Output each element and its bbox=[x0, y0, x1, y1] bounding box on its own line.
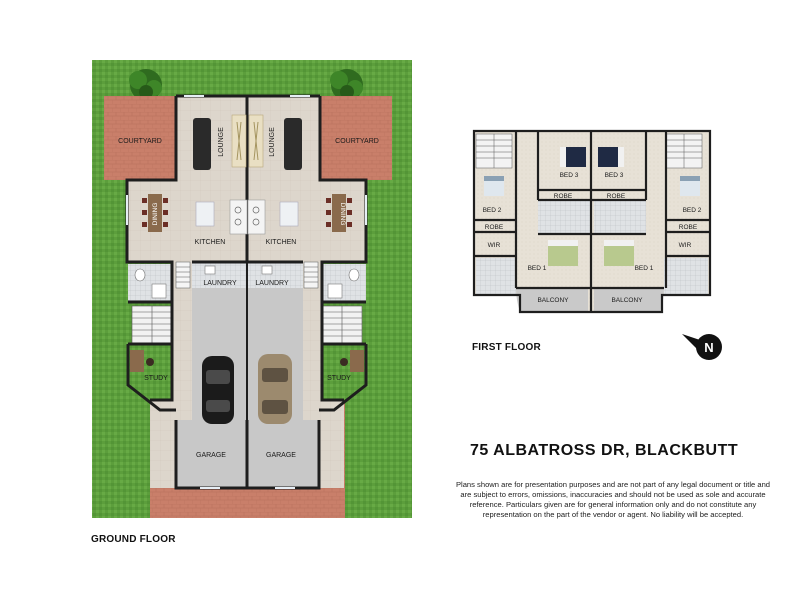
kitchen-right-label: KITCHEN bbox=[266, 239, 297, 246]
study-left-label: STUDY bbox=[144, 375, 168, 382]
kitchen-right bbox=[247, 199, 299, 235]
ensuite-left bbox=[538, 200, 590, 234]
north-label: N bbox=[704, 340, 713, 355]
dining-table-left bbox=[142, 194, 168, 232]
bed3-left-label: BED 3 bbox=[560, 172, 579, 179]
courtyard-left-label: COURTYARD bbox=[118, 138, 162, 145]
kitchen-left bbox=[195, 199, 248, 235]
bed-icon bbox=[604, 240, 634, 266]
ground-floor-title: GROUND FLOOR bbox=[91, 534, 176, 545]
garage-left-label: GARAGE bbox=[196, 452, 226, 459]
study-right-label: STUDY bbox=[327, 375, 351, 382]
courtyard-left bbox=[104, 96, 176, 180]
disclaimer-text: Plans shown are for presentation purpose… bbox=[455, 480, 771, 519]
tree-icon bbox=[129, 69, 162, 101]
upper-walls bbox=[472, 129, 712, 314]
first-floor-plan: BED 3 BED 3 BED 2 BED 2 ROBE ROBE ROBE R… bbox=[472, 129, 712, 314]
stairs-kitchen bbox=[175, 261, 319, 289]
bed-icon bbox=[548, 240, 578, 266]
stairs-right bbox=[321, 305, 363, 345]
car-icon bbox=[258, 354, 292, 424]
property-address: 75 ALBATROSS DR, BLACKBUTT bbox=[470, 442, 739, 459]
dining-right-label: DINING bbox=[339, 203, 346, 226]
bed-icon bbox=[680, 176, 700, 196]
balcony-left bbox=[516, 288, 588, 312]
bed-icon bbox=[598, 147, 624, 167]
bath-left bbox=[476, 258, 516, 294]
laundry-right-floor bbox=[248, 262, 303, 288]
courtyard-right-label: COURTYARD bbox=[335, 138, 379, 145]
study-desk-right bbox=[340, 350, 364, 372]
lounge-furniture-left bbox=[193, 114, 247, 170]
bed3-right-label: BED 3 bbox=[605, 172, 624, 179]
wir-left-label: WIR bbox=[488, 242, 501, 249]
stairs-upper bbox=[475, 133, 703, 169]
laundry-left-floor bbox=[192, 262, 247, 288]
car-icon bbox=[202, 356, 234, 424]
balcony-left-label: BALCONY bbox=[537, 297, 569, 304]
wir-right-label: WIR bbox=[679, 242, 692, 249]
lounge-furniture-right bbox=[248, 114, 302, 170]
robe-label-1: ROBE bbox=[554, 193, 573, 200]
north-compass: N bbox=[682, 334, 722, 360]
tree-icon bbox=[330, 69, 363, 101]
bath-right bbox=[664, 258, 708, 294]
bed2-right-label: BED 2 bbox=[683, 207, 702, 214]
laundry-right-label: LAUNDRY bbox=[255, 280, 289, 287]
windows bbox=[126, 95, 367, 489]
kitchen-left-label: KITCHEN bbox=[195, 239, 226, 246]
lounge-left-label: LOUNGE bbox=[218, 127, 225, 157]
laundry-left-label: LAUNDRY bbox=[203, 280, 237, 287]
bed-icon bbox=[484, 176, 504, 196]
bed2-left-label: BED 2 bbox=[483, 207, 502, 214]
robe-label-3: ROBE bbox=[485, 224, 504, 231]
study-desk-left bbox=[130, 350, 154, 372]
walls bbox=[125, 94, 368, 490]
lounge-right-label: LOUNGE bbox=[269, 127, 276, 157]
robe-label-2: ROBE bbox=[607, 193, 626, 200]
ensuite-right bbox=[594, 200, 646, 234]
balcony-right bbox=[594, 288, 664, 312]
garage-right-label: GARAGE bbox=[266, 452, 296, 459]
balcony-right-label: BALCONY bbox=[611, 297, 643, 304]
bed1-right-label: BED 1 bbox=[635, 265, 654, 272]
ground-floor-plan: COURTYARD COURTYARD LOUNGE LOUNGE DINING… bbox=[92, 60, 412, 518]
courtyard-right bbox=[320, 96, 392, 180]
bed1-left-label: BED 1 bbox=[528, 265, 547, 272]
bathroom-fixtures bbox=[134, 265, 360, 299]
dining-left-label: DINING bbox=[152, 203, 159, 226]
dining-table-right bbox=[326, 194, 352, 232]
bed-icon bbox=[560, 147, 586, 167]
stairs-left bbox=[131, 305, 173, 345]
robe-label-4: ROBE bbox=[679, 224, 698, 231]
first-floor-title: FIRST FLOOR bbox=[472, 342, 541, 353]
